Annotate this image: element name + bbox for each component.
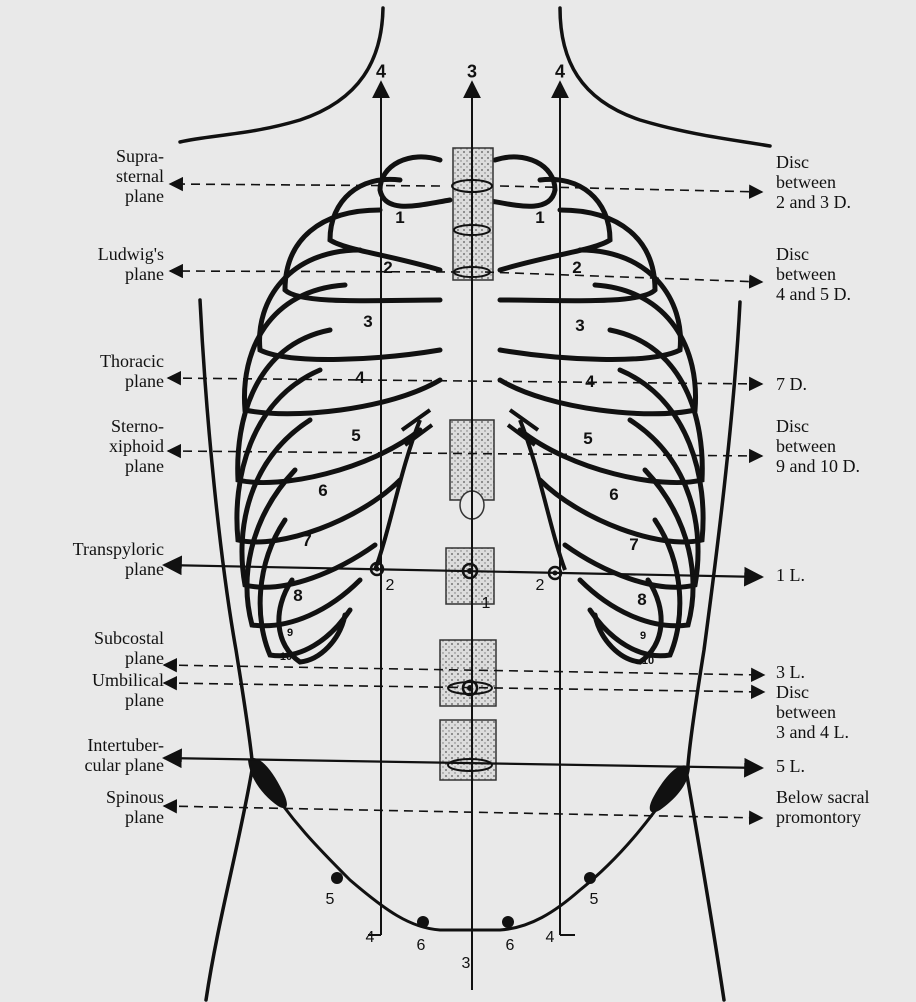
label-below-sacral-promontory: Below sacral promontory bbox=[776, 787, 869, 827]
point-label-4-right: 4 bbox=[546, 929, 555, 947]
point-6-left bbox=[417, 916, 429, 928]
leg-left bbox=[206, 770, 252, 1000]
point-label-5-left: 5 bbox=[326, 891, 335, 909]
point-label-6-right: 6 bbox=[506, 937, 515, 955]
label-3-l: 3 L. bbox=[776, 662, 805, 682]
rib-number-left-5: 5 bbox=[351, 426, 360, 446]
rib-number-left-9: 9 bbox=[287, 627, 293, 639]
vertical-label-right-4: 4 bbox=[555, 62, 565, 83]
spinous-plane bbox=[164, 806, 762, 818]
rib-number-left-4: 4 bbox=[355, 368, 364, 388]
rib-number-right-10: 10 bbox=[642, 655, 654, 667]
point-label-transpyloric-right: 2 bbox=[536, 577, 545, 595]
label-intertubercular-plane: Intertuber- cular plane bbox=[4, 735, 164, 775]
vertical-label-left-4: 4 bbox=[376, 62, 386, 83]
point-label-transpyloric-center: 1 bbox=[482, 595, 491, 613]
vertebral-column bbox=[440, 148, 496, 780]
label-disc-4-5-d: Disc between 4 and 5 D. bbox=[776, 244, 851, 304]
rib-number-left-3: 3 bbox=[363, 312, 372, 332]
point-label-4-left: 4 bbox=[366, 929, 375, 947]
rib-number-right-4: 4 bbox=[585, 372, 594, 392]
label-subcostal-plane: Subcostal plane bbox=[4, 628, 164, 668]
label-sternoxiphoid-plane: Sterno- xiphoid plane bbox=[4, 416, 164, 476]
point-6-right bbox=[502, 916, 514, 928]
rib-number-right-1: 1 bbox=[535, 208, 544, 228]
ribcage-left bbox=[237, 157, 450, 662]
label-5-l: 5 L. bbox=[776, 756, 805, 776]
label-disc-3-4-l: Disc between 3 and 4 L. bbox=[776, 682, 849, 742]
ludwigs-plane-right bbox=[485, 272, 762, 282]
rib-number-right-3: 3 bbox=[575, 316, 584, 336]
rib-number-right-2: 2 bbox=[572, 258, 581, 278]
rib-number-left-1: 1 bbox=[395, 208, 404, 228]
ludwigs-plane-left bbox=[170, 271, 460, 272]
label-1-l: 1 L. bbox=[776, 565, 805, 585]
rib-number-left-2: 2 bbox=[383, 258, 392, 278]
neck-right bbox=[560, 8, 770, 146]
label-7-d: 7 D. bbox=[776, 374, 807, 394]
point-label-transpyloric-left: 2 bbox=[386, 577, 395, 595]
label-umbilical-plane: Umbilical plane bbox=[4, 670, 164, 710]
label-transpyloric-plane: Transpyloric plane bbox=[4, 539, 164, 579]
label-suprasternal-plane: Supra- sternal plane bbox=[4, 146, 164, 206]
point-label-6-left: 6 bbox=[417, 937, 426, 955]
rib-number-right-9: 9 bbox=[640, 630, 646, 642]
label-disc-9-10-d: Disc between 9 and 10 D. bbox=[776, 416, 860, 476]
rib-number-right-8: 8 bbox=[637, 590, 646, 610]
point-label-3-bottom: 3 bbox=[462, 955, 471, 973]
point-5-left bbox=[331, 872, 343, 884]
suprasternal-plane-right bbox=[500, 186, 762, 192]
rib-number-left-10: 10 bbox=[280, 651, 292, 663]
label-disc-2-3-d: Disc between 2 and 3 D. bbox=[776, 152, 851, 212]
vertical-label-center-3: 3 bbox=[467, 62, 477, 83]
point-5-right bbox=[584, 872, 596, 884]
label-spinous-plane: Spinous plane bbox=[4, 787, 164, 827]
rib-number-right-7: 7 bbox=[629, 535, 638, 555]
rib-number-right-5: 5 bbox=[583, 429, 592, 449]
leg-right bbox=[686, 770, 724, 1000]
rib-number-left-6: 6 bbox=[318, 481, 327, 501]
ribcage-right bbox=[485, 157, 703, 662]
rib-number-left-8: 8 bbox=[293, 586, 302, 606]
rib-number-right-6: 6 bbox=[609, 485, 618, 505]
label-thoracic-plane: Thoracic plane bbox=[4, 351, 164, 391]
label-ludwigs-plane: Ludwig's plane bbox=[4, 244, 164, 284]
rib-number-left-7: 7 bbox=[302, 531, 311, 551]
point-label-5-right: 5 bbox=[590, 891, 599, 909]
neck-left bbox=[180, 8, 383, 142]
suprasternal-plane-left bbox=[170, 184, 440, 186]
